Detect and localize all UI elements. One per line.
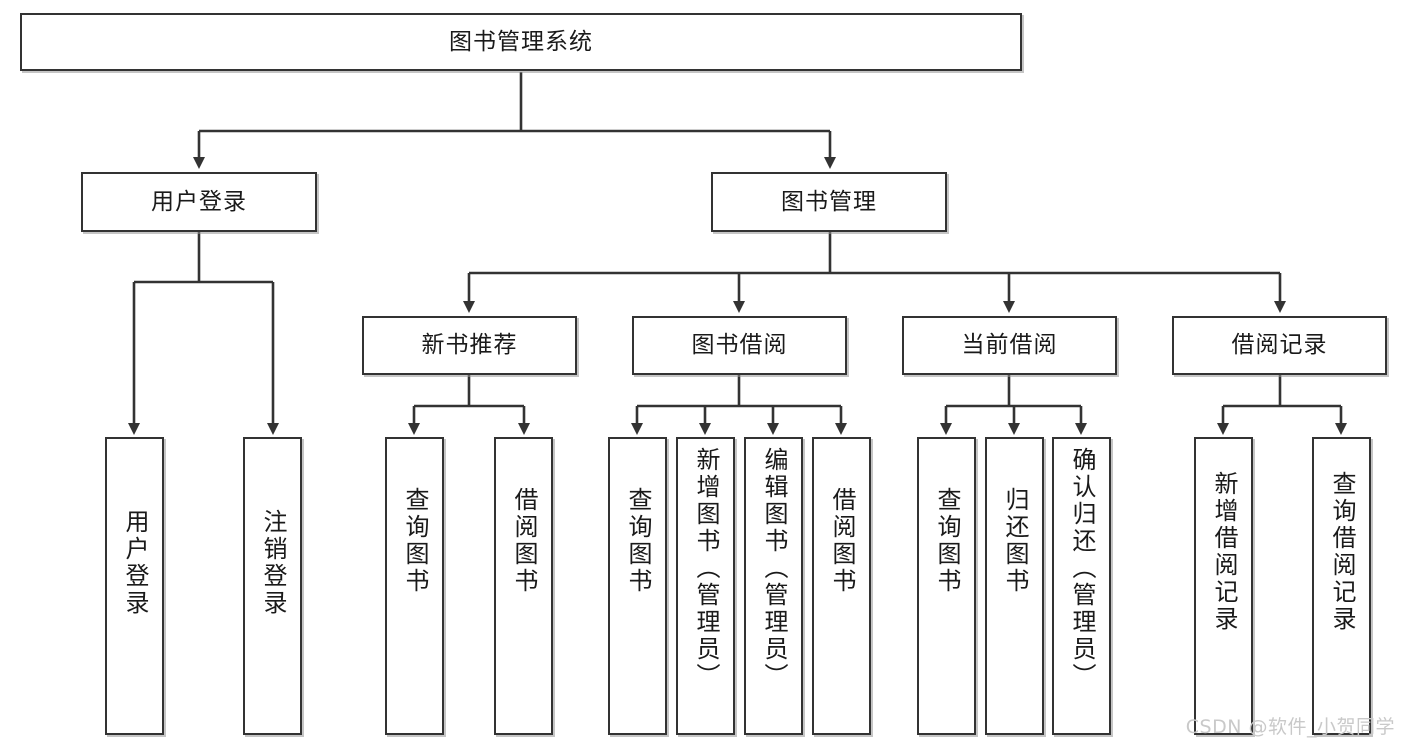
node-leaf-edit-book-label: 编辑图书（管理员） (759, 447, 788, 690)
node-book-borrow-label: 图书借阅 (691, 332, 788, 359)
node-root-label: 图书管理系统 (449, 28, 593, 55)
node-leaf-add-record-label: 新增借阅记录 (1209, 471, 1238, 633)
node-leaf-query-book-2-label: 查询图书 (623, 487, 652, 595)
node-new-book-recommend[interactable]: 新书推荐 (362, 316, 577, 375)
node-leaf-query-book-1-label: 查询图书 (400, 487, 429, 595)
node-leaf-query-record-label: 查询借阅记录 (1327, 471, 1356, 633)
node-user-login-label: 用户登录 (151, 188, 247, 215)
node-book-borrow[interactable]: 图书借阅 (632, 316, 847, 375)
watermark-text: CSDN @软件_小贺同学 (1185, 716, 1395, 738)
node-book-manage[interactable]: 图书管理 (711, 172, 947, 232)
node-root[interactable]: 图书管理系统 (20, 13, 1022, 71)
node-leaf-confirm-return-label: 确认归还（管理员） (1067, 447, 1096, 690)
node-leaf-return-book[interactable]: 归还图书 (985, 437, 1044, 735)
node-leaf-add-book-label: 新增图书（管理员） (691, 447, 720, 690)
node-book-manage-label: 图书管理 (781, 188, 877, 215)
node-leaf-user-login-label: 用户登录 (120, 509, 149, 617)
node-current-borrow[interactable]: 当前借阅 (902, 316, 1117, 375)
node-leaf-logout[interactable]: 注销登录 (243, 437, 302, 735)
node-leaf-query-book-2[interactable]: 查询图书 (608, 437, 667, 735)
node-leaf-query-book-3-label: 查询图书 (932, 487, 961, 595)
node-user-login[interactable]: 用户登录 (81, 172, 317, 232)
node-borrow-record[interactable]: 借阅记录 (1172, 316, 1387, 375)
node-leaf-return-book-label: 归还图书 (1000, 487, 1029, 595)
node-leaf-borrow-book-1-label: 借阅图书 (509, 487, 538, 595)
node-leaf-edit-book[interactable]: 编辑图书（管理员） (744, 437, 803, 735)
node-leaf-borrow-book-1[interactable]: 借阅图书 (494, 437, 553, 735)
node-leaf-user-login[interactable]: 用户登录 (105, 437, 164, 735)
node-leaf-query-book-1[interactable]: 查询图书 (385, 437, 444, 735)
node-leaf-logout-label: 注销登录 (258, 509, 287, 617)
node-borrow-record-label: 借阅记录 (1231, 332, 1328, 359)
node-current-borrow-label: 当前借阅 (961, 332, 1058, 359)
node-leaf-borrow-book-2-label: 借阅图书 (827, 487, 856, 595)
node-leaf-query-book-3[interactable]: 查询图书 (917, 437, 976, 735)
node-leaf-confirm-return[interactable]: 确认归还（管理员） (1052, 437, 1111, 735)
node-leaf-borrow-book-2[interactable]: 借阅图书 (812, 437, 871, 735)
node-new-book-recommend-label: 新书推荐 (421, 332, 518, 359)
node-leaf-query-record[interactable]: 查询借阅记录 (1312, 437, 1371, 735)
node-leaf-add-record[interactable]: 新增借阅记录 (1194, 437, 1253, 735)
node-leaf-add-book[interactable]: 新增图书（管理员） (676, 437, 735, 735)
